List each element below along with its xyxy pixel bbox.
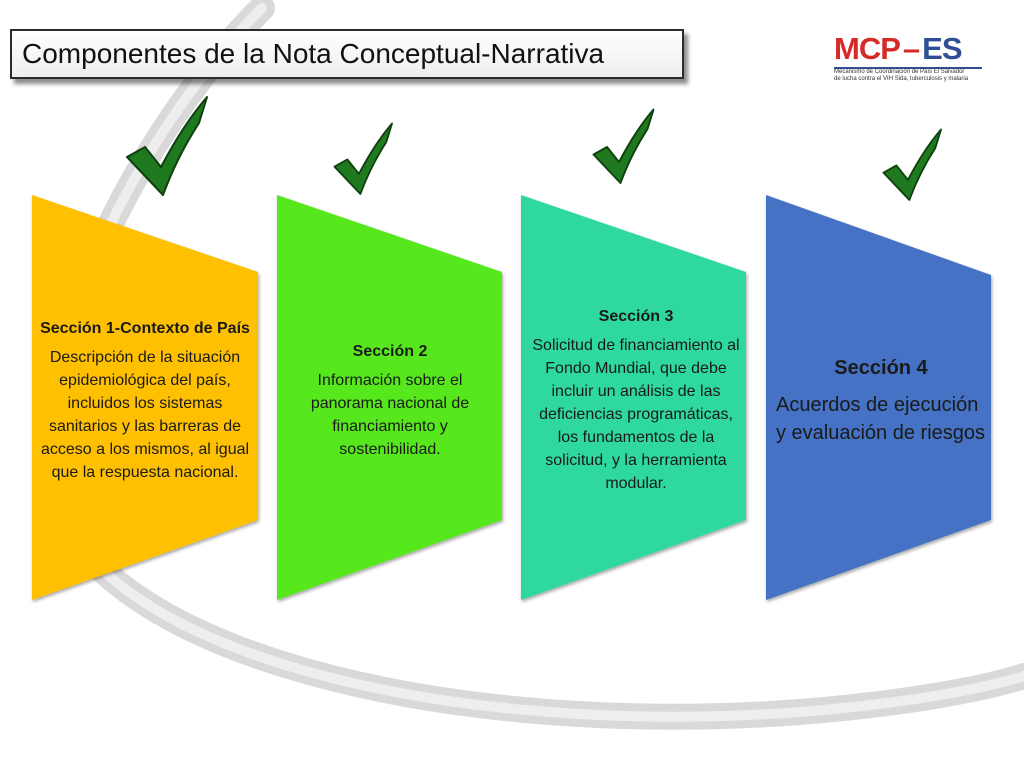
section-1-heading: Sección 1-Contexto de País bbox=[40, 319, 250, 337]
section-3-body: Solicitud de financiamiento al Fondo Mun… bbox=[532, 337, 740, 492]
title-box: Componentes de la Nota Conceptual-Narrat… bbox=[10, 29, 684, 79]
logo-rule bbox=[834, 67, 982, 69]
section-2-shape bbox=[277, 195, 502, 600]
section-1-shape bbox=[32, 195, 258, 600]
logo-subtitle-line2: de lucha contra el VIH Sida, tuberculosi… bbox=[834, 76, 969, 82]
section-3-shape bbox=[521, 195, 746, 600]
section-2-panel: Sección 2 Información sobre el panorama … bbox=[287, 230, 493, 572]
section-4-panel: Sección 4 Acuerdos de ejecución y evalua… bbox=[776, 230, 986, 572]
logo-part-mcp: MCP bbox=[834, 31, 901, 66]
section-2-heading: Sección 2 bbox=[352, 342, 428, 360]
section-3-panel: Sección 3 Solicitud de financiamiento al… bbox=[531, 230, 741, 572]
checkmark-icon bbox=[592, 108, 655, 184]
logo-subtitle: Mecanismo de Coordinación de País El Sal… bbox=[834, 69, 984, 83]
section-3-heading: Sección 3 bbox=[598, 308, 674, 325]
logo: MCP–ES Mecanismo de Coordinación de País… bbox=[834, 31, 984, 83]
checkmark-icon bbox=[126, 96, 208, 196]
section-2-body: Información sobre el panorama nacional d… bbox=[310, 371, 470, 458]
logo-wordmark: MCP–ES bbox=[834, 31, 963, 66]
logo-part-es: ES bbox=[922, 31, 962, 66]
section-1-panel: Sección 1-Contexto de País Descripción d… bbox=[37, 230, 253, 572]
checkmark-icon bbox=[333, 122, 393, 195]
section-4-body: Acuerdos de ejecución y evaluación de ri… bbox=[776, 394, 986, 444]
logo-dash: – bbox=[902, 31, 920, 66]
section-4-shape bbox=[766, 195, 991, 600]
section-1-body: Descripción de la situación epidemiológi… bbox=[40, 348, 250, 481]
checkmark-icon bbox=[882, 128, 942, 201]
section-4-heading: Sección 4 bbox=[834, 357, 928, 379]
logo-subtitle-line1: Mecanismo de Coordinación de País El Sal… bbox=[834, 69, 965, 75]
page-title: Componentes de la Nota Conceptual-Narrat… bbox=[22, 38, 605, 69]
